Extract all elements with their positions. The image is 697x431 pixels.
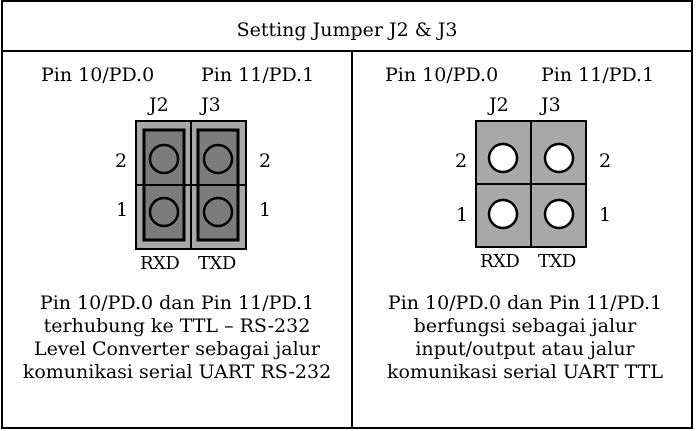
left-j3-pin2 bbox=[202, 143, 234, 175]
left-j3-pin1 bbox=[202, 196, 234, 228]
left-txd-label: TXD bbox=[198, 253, 236, 274]
right-j3-pin1 bbox=[543, 198, 575, 230]
right-j3-pin2 bbox=[543, 142, 575, 174]
left-pin10-label: Pin 10/PD.0 bbox=[41, 64, 155, 86]
right-row1-left-num: 1 bbox=[456, 204, 469, 226]
right-jumper-block bbox=[475, 120, 587, 248]
right-rxd-label: RXD bbox=[480, 251, 520, 272]
right-j2-label: J2 bbox=[489, 94, 509, 116]
left-description: Pin 10/PD.0 dan Pin 11/PD.1 terhubung ke… bbox=[22, 292, 332, 383]
right-j2-pin2 bbox=[487, 142, 519, 174]
left-rxd-label: RXD bbox=[140, 253, 180, 274]
left-row2-left-num: 2 bbox=[115, 150, 128, 172]
left-j2-label: J2 bbox=[149, 94, 169, 116]
right-row2-left-num: 2 bbox=[455, 150, 468, 172]
left-j2-pin1 bbox=[148, 196, 180, 228]
right-description: Pin 10/PD.0 dan Pin 11/PD.1 berfungsi se… bbox=[387, 292, 663, 383]
right-pin11-label: Pin 11/PD.1 bbox=[541, 64, 655, 86]
left-jumper-block bbox=[135, 120, 247, 250]
left-pin11-label: Pin 11/PD.1 bbox=[201, 64, 315, 86]
right-row1-right-num: 1 bbox=[599, 204, 612, 226]
left-row1-left-num: 1 bbox=[116, 199, 129, 221]
table-title: Setting Jumper J2 & J3 bbox=[236, 19, 458, 41]
right-j3-label: J3 bbox=[541, 94, 561, 116]
right-j2-pin1 bbox=[487, 198, 519, 230]
left-row2-right-num: 2 bbox=[259, 150, 272, 172]
right-txd-label: TXD bbox=[538, 251, 576, 272]
left-j3-label: J3 bbox=[201, 94, 221, 116]
right-pin10-label: Pin 10/PD.0 bbox=[385, 64, 499, 86]
left-row1-right-num: 1 bbox=[259, 199, 272, 221]
right-row2-right-num: 2 bbox=[599, 150, 612, 172]
column-divider bbox=[351, 50, 353, 427]
title-divider bbox=[3, 50, 691, 52]
left-j2-pin2 bbox=[148, 143, 180, 175]
